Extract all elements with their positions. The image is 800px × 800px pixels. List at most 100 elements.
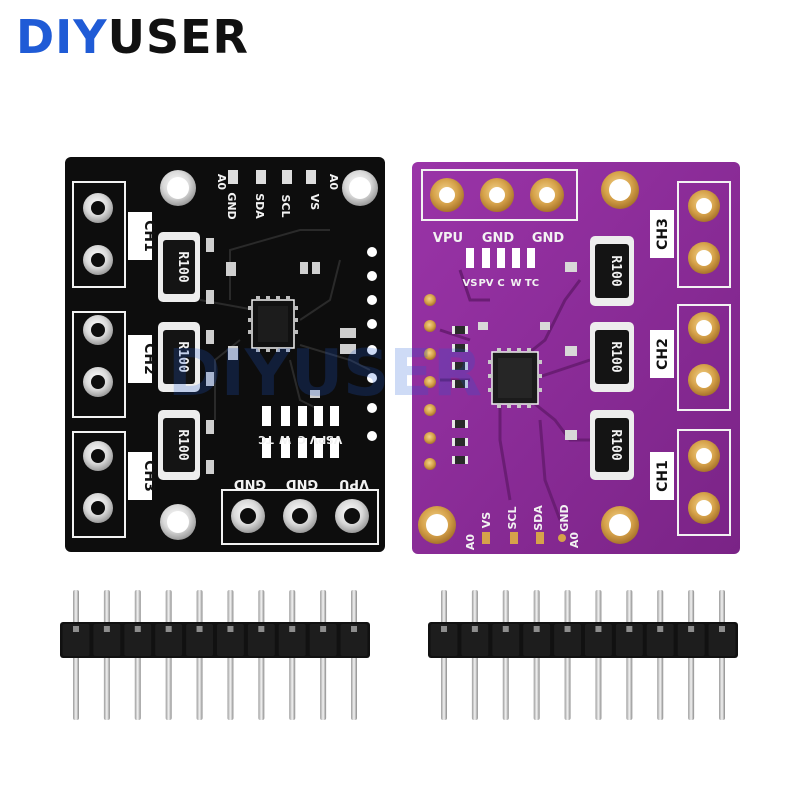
purple-board-power-label-gnd-1: GND — [482, 231, 515, 246]
header-segment — [217, 624, 244, 656]
black-board-channel-labels: CH1 CH2 CH3 — [128, 212, 157, 500]
purple-board-shunt-resistors: R100 R100 R100 — [590, 236, 634, 480]
header-segment — [430, 624, 458, 656]
header-pin-top — [564, 626, 571, 632]
header-pin-top — [134, 626, 141, 632]
header-segment — [278, 624, 306, 656]
header-pin-top — [657, 626, 664, 632]
purple-board-label-sda: SDA — [532, 505, 545, 531]
header-segment — [62, 624, 90, 656]
black-board-power-labels: GND GND VPU — [234, 476, 369, 491]
purple-board-label-scl: SCL — [506, 506, 519, 529]
header-segment — [585, 624, 612, 656]
black-board-led-labels: TC W C PV VS — [258, 433, 342, 446]
purple-board-leds — [466, 248, 535, 268]
purple-board-power-pads — [430, 178, 564, 212]
purple-board-power-labels: VPU GND GND — [433, 231, 564, 246]
purple-board-ch3-label: CH3 — [655, 218, 671, 250]
purple-board-ic-chip — [488, 348, 542, 408]
purple-board-mounting-holes — [418, 171, 639, 544]
header-segment — [340, 624, 368, 656]
watermark: DIYUSER — [168, 337, 482, 411]
header-pin-top — [471, 626, 478, 632]
purple-board: VPU GND GND VS PV C W TC — [412, 162, 740, 554]
purple-board-channel-outlines — [677, 181, 731, 536]
purple-board-led-label-w: W — [510, 278, 521, 289]
header-pin-top — [320, 626, 327, 632]
header-pin-top — [165, 626, 172, 632]
black-board-mounting-holes — [160, 170, 378, 540]
purple-board-smd-parts — [452, 262, 577, 464]
header-pin-top — [351, 626, 357, 632]
black-board-label-a0-left: A0 — [215, 174, 228, 191]
header-pin-top — [626, 626, 633, 632]
pin-header-left — [60, 590, 370, 720]
black-board-label-vs: VS — [308, 194, 321, 211]
purple-board-channel-holes — [688, 190, 720, 524]
purple-board-label-gnd: GND — [558, 504, 571, 531]
header-segment — [93, 624, 121, 656]
black-board-led-label-w: W — [279, 433, 291, 446]
header-segment — [124, 624, 152, 656]
black-board-top-pads — [228, 170, 316, 184]
black-board-label-gnd: GND — [225, 192, 238, 219]
header-pin-top — [719, 626, 725, 632]
black-board-channel-holes — [83, 193, 113, 523]
black-board-resistor-1-marking: R100 — [175, 251, 190, 282]
header-segment — [646, 624, 674, 656]
purple-board-label-a0-left: A0 — [464, 534, 477, 551]
black-board-leds — [262, 406, 339, 458]
black-board: CH1 CH2 CH3 R100 R100 R100 — [65, 157, 385, 552]
black-board-smd-parts — [206, 238, 356, 474]
black-board-ch1-label: CH1 — [141, 220, 157, 252]
black-board-led-label-c: C — [298, 433, 306, 446]
black-board-power-holes — [231, 499, 369, 533]
black-board-label-sda: SDA — [253, 193, 266, 219]
purple-board-bottom-pads — [482, 532, 566, 544]
purple-board-led-label-pv: PV — [478, 278, 493, 289]
black-board-label-scl: SCL — [279, 194, 292, 217]
purple-board-led-label-c: C — [497, 278, 504, 289]
purple-board-power-label-vpu: VPU — [433, 231, 463, 246]
header-segment — [492, 624, 520, 656]
black-board-power-label-gnd-2: GND — [286, 476, 319, 491]
purple-board-resistor-1-marking: R100 — [608, 255, 623, 286]
black-board-resistor-2-marking: R100 — [175, 341, 190, 372]
pin-header-right — [428, 590, 738, 720]
black-board-resistor-3-marking: R100 — [175, 429, 190, 460]
purple-board-label-vs: VS — [480, 512, 493, 529]
header-pin-top — [196, 626, 203, 632]
header-pin-top — [258, 626, 265, 632]
brand-logo-part2: USER — [107, 10, 249, 64]
header-segment — [554, 624, 581, 656]
header-pin-top — [502, 626, 509, 632]
header-pin-top — [441, 626, 447, 632]
brand-logo-part1: DIY — [16, 10, 108, 64]
purple-board-led-labels: VS PV C W TC — [463, 278, 540, 289]
purple-board-power-outline — [421, 169, 578, 221]
black-board-power-outline — [221, 489, 379, 545]
black-board-power-label-gnd-1: GND — [234, 476, 267, 491]
header-segment — [708, 624, 736, 656]
black-board-ch3-label: CH3 — [141, 460, 157, 492]
header-segment — [247, 624, 275, 656]
black-board-top-labels: A0 GND SDA SCL A0 VS — [215, 174, 340, 220]
header-pin-top — [73, 626, 79, 632]
black-board-label-a0-right: A0 — [327, 174, 340, 191]
purple-board-resistor-2-marking: R100 — [608, 341, 623, 372]
header-segment — [309, 624, 337, 656]
purple-board-resistor-3-marking: R100 — [608, 429, 623, 460]
purple-board-power-label-gnd-2: GND — [532, 231, 565, 246]
header-segment — [615, 624, 643, 656]
purple-board-bottom-labels: A0 VS SCL SDA GND A0 — [464, 504, 581, 550]
black-board-led-label-vs: VS — [326, 433, 343, 446]
black-board-power-label-vpu: VPU — [339, 476, 369, 491]
purple-board-led-label-tc: TC — [525, 278, 539, 289]
header-pin-top — [595, 626, 602, 632]
black-board-led-label-pv: PV — [309, 433, 326, 446]
header-segment — [523, 624, 551, 656]
header-segment — [677, 624, 705, 656]
header-pin-top — [688, 626, 695, 632]
